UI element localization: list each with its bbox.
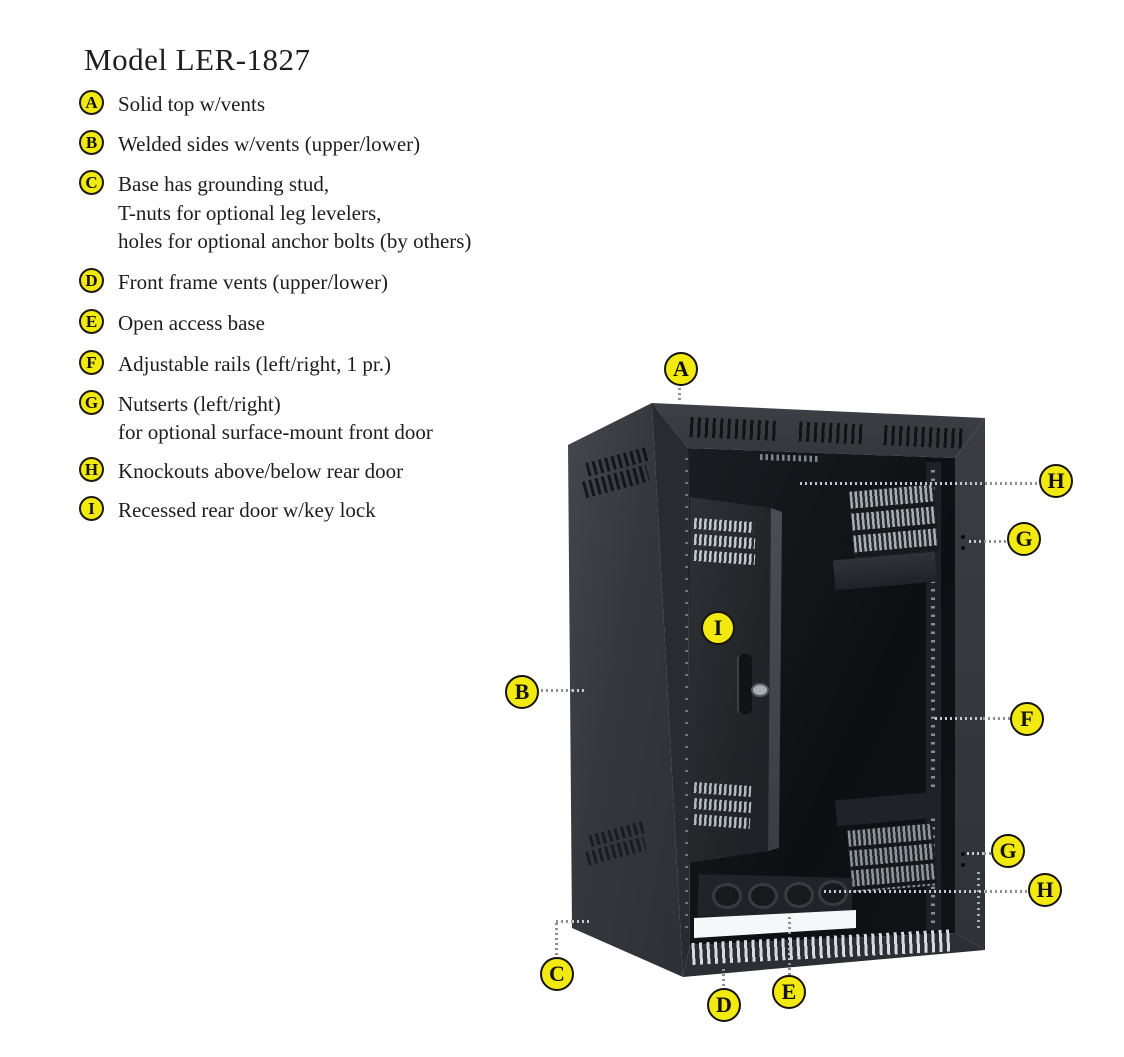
callout-h-bottom: H [1028,873,1062,907]
leader-a [678,383,681,402]
leader-g-bottom-2 [984,852,993,855]
interior-vent-panel-upper [848,483,940,559]
base-knockout-2 [748,883,778,909]
legend-label-c-2: T-nuts for optional leg levelers, [118,201,382,225]
callout-f: F [1010,702,1044,736]
legend-label-h: Knockouts above/below rear door [118,459,404,483]
callout-c: C [540,957,574,991]
leader-h-top-2 [985,482,1038,485]
interior-vent-panel-lower [846,822,938,894]
leader-e-1 [788,917,791,938]
legend-badge-e: E [79,309,104,334]
leader-b-2 [572,689,585,692]
front-frame-vents-upper-2 [798,421,866,445]
base-knockout-1 [712,883,742,909]
nutsert-column-left [685,458,688,938]
legend-label-f: Adjustable rails (left/right, 1 pr.) [118,352,391,376]
rear-door-edge-flange [768,508,782,851]
front-frame-vents-upper-3 [883,425,967,449]
legend-label-a: Solid top w/vents [118,92,266,116]
callout-d: D [707,988,741,1022]
legend-badge-f: F [79,350,104,375]
legend-label-b: Welded sides w/vents (upper/lower) [118,132,421,156]
legend-badge-i: I [79,496,104,521]
legend-badge-c: C [79,170,104,195]
nutsert-hole-lower-2 [961,863,965,867]
leader-f-1 [935,717,983,720]
leader-h-bottom-2 [985,890,1028,893]
callout-g-bottom: G [991,834,1025,868]
leader-c-v [555,923,558,958]
legend-label-e: Open access base [118,311,265,335]
front-frame-right-post [955,418,985,950]
front-frame-vents-upper-1 [689,417,779,441]
leader-h-bottom-1 [824,890,985,893]
door-handle-recess [737,654,752,714]
callout-h-top: H [1039,464,1073,498]
legend-label-c-1: Base has grounding stud, [118,172,330,196]
leader-e-3 [788,963,791,976]
leader-g-top-1 [969,540,984,543]
callout-i: I [701,611,735,645]
leader-g-bottom-1 [967,852,984,855]
legend-label-g-2: for optional surface-mount front door [118,420,433,444]
leader-g-top-2 [984,540,1006,543]
leader-d [722,969,725,988]
nutsert-hole-upper-1 [961,535,965,539]
legend-label-d: Front frame vents (upper/lower) [118,270,388,294]
base-knockout-4 [818,880,848,906]
rear-gap-dots [977,872,980,930]
legend-badge-g: G [79,390,104,415]
leader-b-1 [541,689,572,692]
legend-badge-d: D [79,268,104,293]
key-lock [751,683,769,697]
leader-f-2 [983,717,1010,720]
legend-badge-h: H [79,457,104,482]
page-title: Model LER-1827 [84,42,311,77]
callout-e: E [772,975,806,1009]
nutsert-hole-upper-2 [961,546,965,550]
callout-b: B [505,675,539,709]
callout-g-top: G [1007,522,1041,556]
callout-a: A [664,352,698,386]
nutsert-hole-lower-1 [961,852,965,856]
legend-label-g-1: Nutserts (left/right) [118,392,281,416]
leader-c-h-2 [572,920,589,923]
leader-c-h-1 [556,920,572,923]
rack-rail-holes [931,470,935,925]
base-knockout-3 [784,882,814,908]
legend-badge-a: A [79,90,104,115]
leader-h-top-1 [800,482,985,485]
legend-label-i: Recessed rear door w/key lock [118,498,376,522]
legend-label-c-3: holes for optional anchor bolts (by othe… [118,229,472,253]
leader-e-2 [788,938,791,963]
legend-badge-b: B [79,130,104,155]
